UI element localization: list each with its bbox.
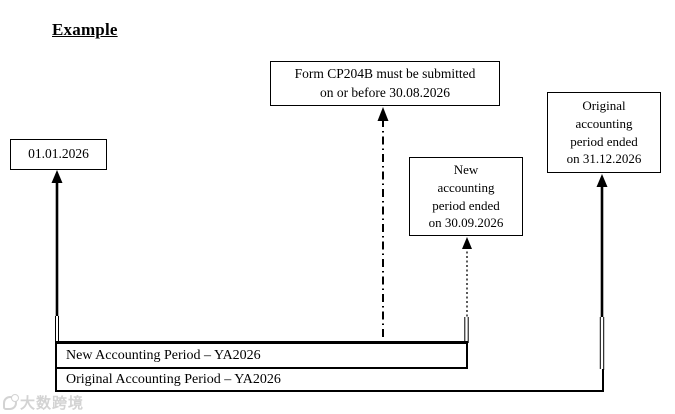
form-deadline-arrowhead-icon xyxy=(377,107,389,121)
original-period-boundary-tick xyxy=(600,317,604,370)
new-period-end-line2: accounting xyxy=(437,179,495,195)
new-period-end-line4: on 30.09.2026 xyxy=(428,215,504,231)
start-date-arrowhead-icon xyxy=(51,170,63,183)
form-deadline-line1: Form CP204B must be submitted xyxy=(294,66,476,82)
form-deadline-box: Form CP204B must be submitted on or befo… xyxy=(270,61,500,106)
dashu-logo-icon xyxy=(3,393,19,410)
watermark-text: 大数跨境 xyxy=(20,396,85,412)
new-period-end-arrowhead-icon xyxy=(462,237,472,249)
start-date-box: 01.01.2026 xyxy=(10,139,107,170)
original-period-bar: Original Accounting Period – YA2026 xyxy=(55,369,604,392)
original-period-bar-label: Original Accounting Period – YA2026 xyxy=(66,371,281,387)
new-period-boundary-tick xyxy=(464,317,469,343)
original-period-end-line4: on 31.12.2026 xyxy=(566,151,642,167)
new-period-bar-label: New Accounting Period – YA2026 xyxy=(66,347,261,363)
new-period-end-box: New accounting period ended on 30.09.202… xyxy=(409,157,523,236)
watermark: 大数跨境 xyxy=(3,392,84,413)
new-period-end-line3: period ended xyxy=(432,197,500,213)
form-deadline-line2: on or before 30.08.2026 xyxy=(319,84,451,100)
new-period-end-line1: New xyxy=(453,162,479,178)
diagram-title: Example xyxy=(52,20,118,39)
original-period-end-line2: accounting xyxy=(575,115,633,131)
original-period-end-box: Original accounting period ended on 31.1… xyxy=(547,92,661,173)
start-boundary-tick xyxy=(55,316,59,343)
start-date-label: 01.01.2026 xyxy=(28,146,89,162)
original-period-end-arrowhead-icon xyxy=(596,174,608,187)
original-period-end-line1: Original xyxy=(582,98,626,114)
new-period-bar: New Accounting Period – YA2026 xyxy=(55,341,468,369)
original-period-end-line3: period ended xyxy=(570,133,638,149)
